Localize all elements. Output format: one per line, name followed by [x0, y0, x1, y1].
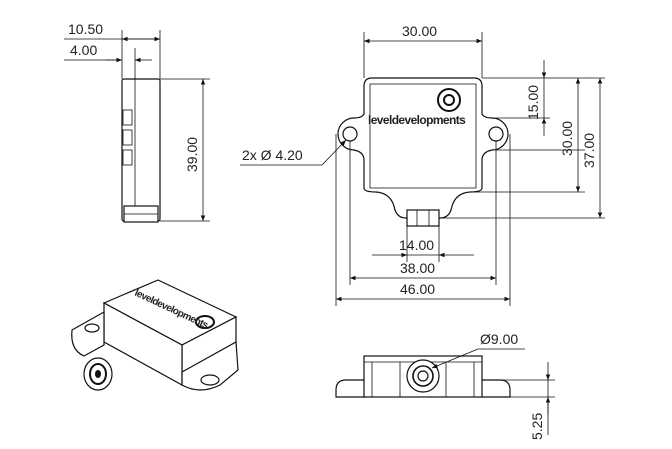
dim-connector-label: 14.00 — [399, 237, 434, 253]
iso-logo-icon — [195, 315, 215, 329]
front-view: Ø9.00 5.25 — [335, 331, 555, 440]
dim-lid-label: 4.00 — [70, 42, 97, 58]
dim-flange-label: 5.25 — [529, 413, 545, 440]
iso-view: leveldevelopments — [71, 279, 239, 391]
dim-depth-label: 10.50 — [68, 21, 103, 37]
dim-hole-spacing-label: 30.00 — [559, 121, 575, 156]
top-logo-text: leveldevelopments — [368, 113, 466, 127]
side-view: 10.50 4.00 39.00 — [64, 21, 210, 223]
dim-top-hole-label: 15.00 — [525, 85, 541, 120]
dim-width-label: 30.00 — [402, 23, 437, 39]
dim-overall-height-label: 37.00 — [581, 133, 597, 168]
dim-connector-dia-label: Ø9.00 — [480, 331, 518, 347]
dim-height-label: 39.00 — [184, 137, 200, 172]
dim-overall-width-label: 46.00 — [400, 281, 435, 297]
top-view: leveldevelopments 30.00 15.00 30.00 37.0… — [240, 23, 605, 306]
hole-callout-label: 2x Ø 4.20 — [242, 147, 303, 163]
dim-hole-centers-label: 38.00 — [400, 260, 435, 276]
